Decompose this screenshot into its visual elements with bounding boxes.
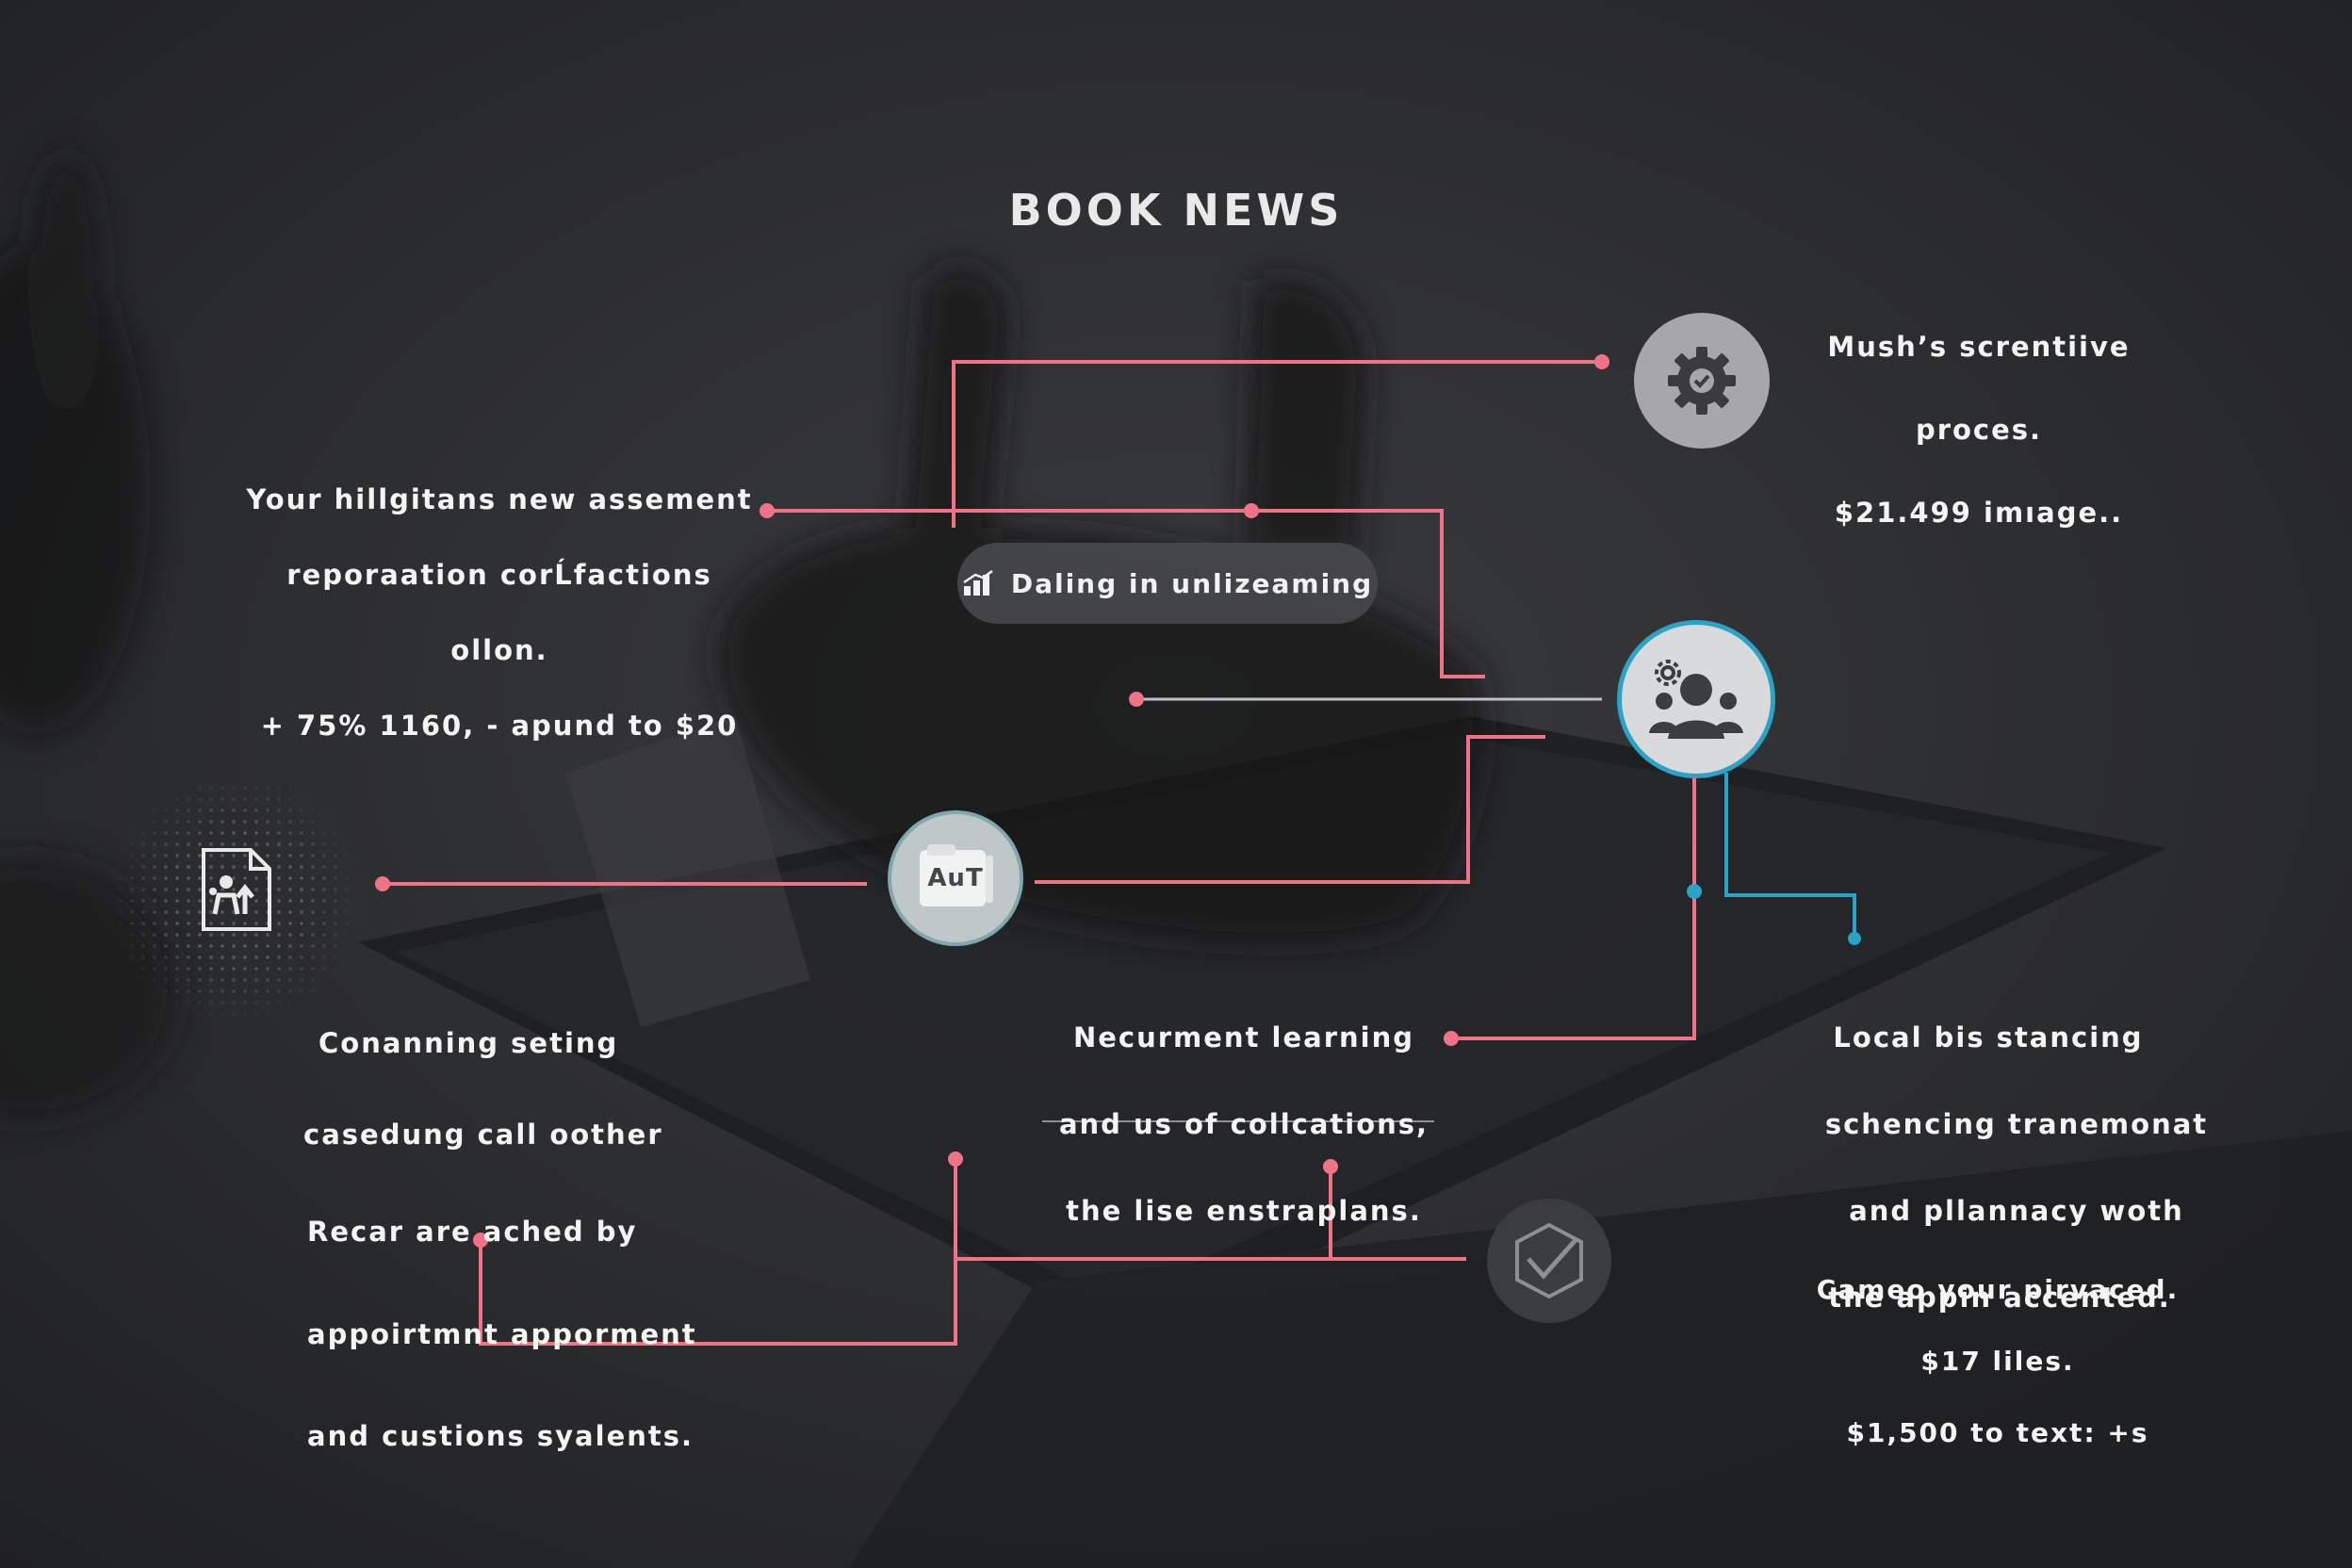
team-node[interactable] — [1617, 620, 1775, 778]
text-line: Cameo your pirvaced. — [1816, 1274, 2180, 1305]
text-line: and custions syalents. — [307, 1420, 694, 1452]
right-mid-text: Local bis stancing schencing tranemonat … — [1772, 972, 2262, 1363]
dot — [1687, 884, 1702, 899]
text-line: Mush’s screntiive — [1827, 331, 2131, 363]
dot — [760, 503, 775, 518]
text-line: $21.499 imıage.. — [1834, 497, 2124, 529]
bottom-right-text: Cameo your pirvaced. $17 liles. $1,500 t… — [1772, 1236, 2224, 1487]
text-line: $17 liles. — [1920, 1346, 2075, 1377]
line-left-top — [767, 509, 1485, 678]
dot — [375, 876, 390, 891]
hexagon-check-icon — [1515, 1222, 1583, 1299]
left-lower-text: Conanning seting casedung call oother Re… — [303, 972, 793, 1511]
dot — [1444, 1031, 1459, 1046]
team-icon — [1649, 660, 1743, 739]
hex-node[interactable] — [1487, 1199, 1611, 1323]
text-line: + 75% 1160, - apund to $20 — [260, 710, 739, 742]
text-line: casedung call oother — [303, 1119, 663, 1151]
dot — [948, 1152, 963, 1167]
text-line: $1,500 to text: +s — [1846, 1417, 2149, 1448]
text-line: ollon. — [450, 634, 548, 666]
page-title: BOOK NEWS — [1008, 185, 1344, 236]
line-top — [952, 360, 1602, 528]
top-right-text: Mush’s screntiive proces. $21.499 imıage… — [1753, 285, 2205, 575]
gear-check-icon — [1668, 347, 1736, 415]
text-line: reporaation corĹfactions — [286, 559, 712, 591]
dot — [473, 1233, 488, 1248]
text-line: the lise enstraplans. — [1066, 1195, 1422, 1227]
text-line: Recar are ached by — [307, 1216, 638, 1248]
status-pill[interactable]: Daling in unlizeaming — [957, 543, 1378, 624]
folder-icon — [920, 844, 993, 906]
line-bottom — [479, 1161, 957, 1346]
text-line: Conanning seting — [318, 1027, 619, 1059]
text-line: Your hillgitans new assement — [246, 483, 753, 515]
text-line: schencing tranemonat — [1824, 1108, 2209, 1140]
center-lower-text: Necurment learning and us of collcations… — [1018, 972, 1470, 1276]
pill-label: Daling in unlizeaming — [1010, 567, 1374, 599]
document-people-icon[interactable] — [198, 846, 275, 933]
text-line: appoirtmnt apporment — [307, 1318, 697, 1350]
text-line: the appin accented. — [1828, 1282, 2171, 1314]
line-team-down — [1451, 773, 1696, 1040]
text-line: proces. — [1915, 414, 2043, 446]
aut-label: AuT — [927, 864, 984, 892]
left-top-text: Your hillgitans new assement reporaation… — [245, 443, 754, 782]
aut-node[interactable]: AuT — [888, 810, 1023, 946]
dot — [1848, 932, 1861, 945]
text-line: Necurment learning — [1072, 1021, 1415, 1054]
dot — [1323, 1159, 1338, 1174]
line-blue — [1724, 773, 1856, 939]
text-line: and pllannacy woth — [1849, 1195, 2184, 1227]
line-aut-right — [1035, 735, 1545, 884]
bar-chart-icon — [963, 569, 993, 596]
text-line: and us of collcations, — [1058, 1108, 1429, 1140]
gear-node[interactable] — [1634, 313, 1770, 449]
dot — [1594, 354, 1609, 369]
dot — [1244, 503, 1259, 518]
dot — [1129, 692, 1144, 707]
text-line: Local bis stancing — [1833, 1021, 2144, 1054]
